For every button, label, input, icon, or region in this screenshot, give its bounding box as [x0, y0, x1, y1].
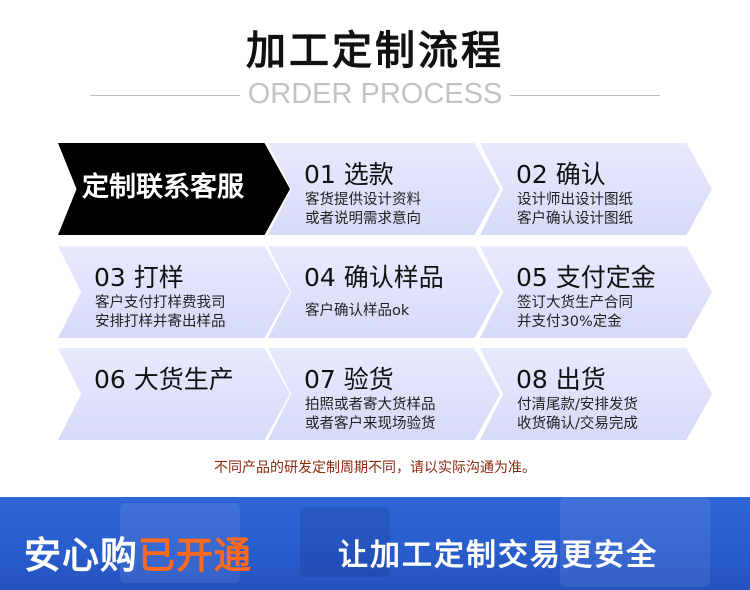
step-label: 05 支付定金	[516, 263, 656, 292]
step-04-confirm-sample[interactable]: 04 确认样品 客户确认样品ok	[268, 246, 500, 338]
banner-tagline: 让加工定制交易更安全	[338, 538, 658, 573]
step-description: 客户支付打样费我司 安排打样并寄出样品	[95, 295, 226, 330]
step-02-confirm[interactable]: 02 确认 设计师出设计图纸 客户确认设计图纸	[480, 143, 712, 235]
banner-headline-white: 安心购	[24, 534, 138, 577]
step-description: 付清尾款/安排发货 收货确认/交易完成	[517, 397, 638, 432]
banner-decoration	[560, 497, 710, 587]
divider-left	[90, 95, 240, 96]
step-label: 01 选款	[304, 160, 394, 189]
step-label: 04 确认样品	[304, 263, 444, 292]
divider-right	[510, 95, 660, 96]
step-label: 03 打样	[94, 263, 184, 292]
step-05-deposit[interactable]: 05 支付定金 签订大货生产合同 并支付30%定金	[480, 246, 712, 338]
step-description: 客户确认样品ok	[305, 303, 410, 319]
step-description: 签订大货生产合同 并支付30%定金	[517, 295, 633, 330]
step-06-production[interactable]: 06 大货生产	[58, 348, 290, 440]
page-subtitle: ORDER PROCESS	[247, 78, 503, 110]
step-08-shipping[interactable]: 08 出货 付清尾款/安排发货 收货确认/交易完成	[480, 348, 712, 440]
banner-headline-highlight: 已开通	[138, 534, 252, 577]
step-07-inspection[interactable]: 07 验货 拍照或者寄大货样品 或者客户来现场验货	[268, 348, 500, 440]
banner-decoration	[120, 503, 240, 583]
subtitle-row: ORDER PROCESS	[90, 78, 660, 112]
banner-headline: 安心购已开通	[24, 525, 252, 579]
step-01-select[interactable]: 01 选款 客货提供设计资料 或者说明需求意向	[268, 143, 500, 235]
disclaimer-note: 不同产品的研发定制周期不同，请以实际沟通为准。	[214, 460, 536, 476]
step-label: 定制联系客服	[82, 172, 244, 203]
step-label: 08 出货	[516, 365, 606, 394]
step-description: 客货提供设计资料 或者说明需求意向	[305, 192, 421, 227]
step-label: 02 确认	[516, 160, 606, 189]
step-contact-service[interactable]: 定制联系客服	[58, 143, 290, 235]
step-description: 设计师出设计图纸 客户确认设计图纸	[517, 192, 633, 227]
security-banner: 安心购已开通 让加工定制交易更安全	[0, 497, 750, 590]
banner-decoration	[300, 507, 390, 577]
page-title: 加工定制流程	[246, 28, 504, 74]
step-03-sample[interactable]: 03 打样 客户支付打样费我司 安排打样并寄出样品	[58, 246, 290, 338]
step-description: 拍照或者寄大货样品 或者客户来现场验货	[305, 397, 436, 432]
step-label: 07 验货	[304, 365, 394, 394]
step-label: 06 大货生产	[94, 365, 234, 394]
